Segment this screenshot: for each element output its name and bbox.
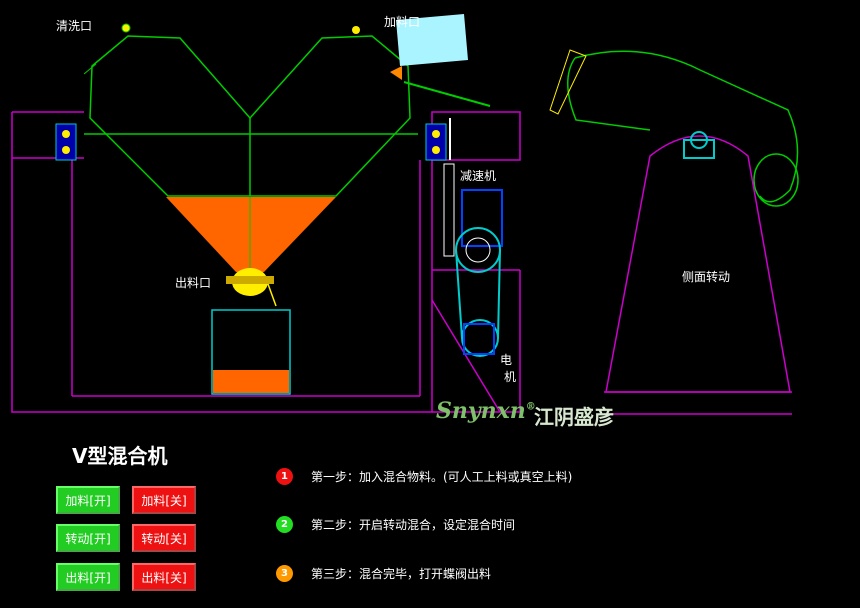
feed-port-label: 加料口 (384, 15, 421, 29)
brand-logo: Snynxn® (436, 398, 536, 424)
step-1-text: 第一步：加入混合物料。(可人工上料或真空上料) (311, 470, 573, 484)
base-frame (11, 111, 521, 413)
discharge-close-button[interactable]: 出料[关] (132, 563, 196, 591)
motor-label-1: 电 (500, 353, 513, 367)
step-2-badge: 2 (276, 516, 293, 533)
step-1-badge: 1 (276, 468, 293, 485)
right-bearing (425, 123, 447, 161)
step-2-text: 第二步：开启转动混合，设定混合时间 (311, 518, 516, 532)
brand-logo-latin: Snynxn (436, 398, 526, 424)
rotate-close-button[interactable]: 转动[关] (132, 524, 196, 552)
step-3-badge: 3 (276, 565, 293, 582)
step-1: 1 第一步：加入混合物料。(可人工上料或真空上料) (276, 468, 572, 485)
motor-label-2: 机 (504, 370, 517, 384)
step-3-text: 第三步：混合完毕，打开蝶阀出料 (311, 567, 492, 581)
receiving-bin (211, 309, 291, 395)
feed-close-button[interactable]: 加料[关] (132, 486, 196, 514)
discharge-valve (226, 268, 277, 307)
brand-logo-chinese: 江阴盛彦 (534, 405, 614, 429)
discharge-port-label: 出料口 (175, 276, 212, 290)
drive-assembly (443, 118, 503, 357)
brand-reg-mark: ® (525, 401, 536, 413)
side-rotation-label: 侧面转动 (682, 270, 731, 284)
material-cone (166, 197, 336, 272)
left-bearing (55, 123, 77, 161)
feed-open-button[interactable]: 加料[开] (56, 486, 120, 514)
v-vessel (84, 35, 418, 197)
feed-hopper (352, 14, 491, 107)
reducer-label: 减速机 (460, 169, 497, 183)
step-2: 2 第二步：开启转动混合，设定混合时间 (276, 516, 515, 533)
rotate-open-button[interactable]: 转动[开] (56, 524, 120, 552)
side-view (549, 49, 799, 415)
clean-port-label: 清洗口 (56, 19, 93, 33)
panel-title: V型混合机 (72, 444, 168, 468)
clean-port-fitting (83, 23, 131, 75)
discharge-open-button[interactable]: 出料[开] (56, 563, 120, 591)
step-3: 3 第三步：混合完毕，打开蝶阀出料 (276, 565, 491, 582)
